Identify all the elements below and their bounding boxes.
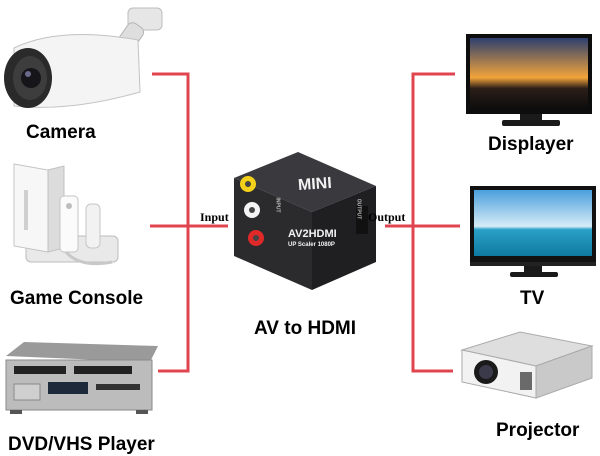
- connector-camera: [152, 72, 190, 224]
- input-label: Input: [200, 210, 229, 224]
- device-subtitle-text: UP Scaler 1080P: [288, 242, 335, 248]
- input-device-label-game-console: Game Console: [10, 288, 144, 309]
- connector-displayer: [411, 72, 455, 224]
- output-device-label-tv: TV: [520, 288, 545, 309]
- output-label: Output: [368, 210, 406, 224]
- connector-dvd: [158, 224, 190, 373]
- device-model-text: AV2HDMI: [288, 228, 337, 240]
- center-device-label: AV to HDMI: [254, 318, 357, 339]
- connector-projector: [411, 224, 453, 373]
- input-device-label-camera: Camera: [26, 122, 96, 143]
- output-device-label-displayer: Displayer: [488, 134, 574, 155]
- output-device-label-projector: Projector: [496, 420, 580, 441]
- input-device-label-dvd-vhs: DVD/VHS Player: [8, 434, 155, 455]
